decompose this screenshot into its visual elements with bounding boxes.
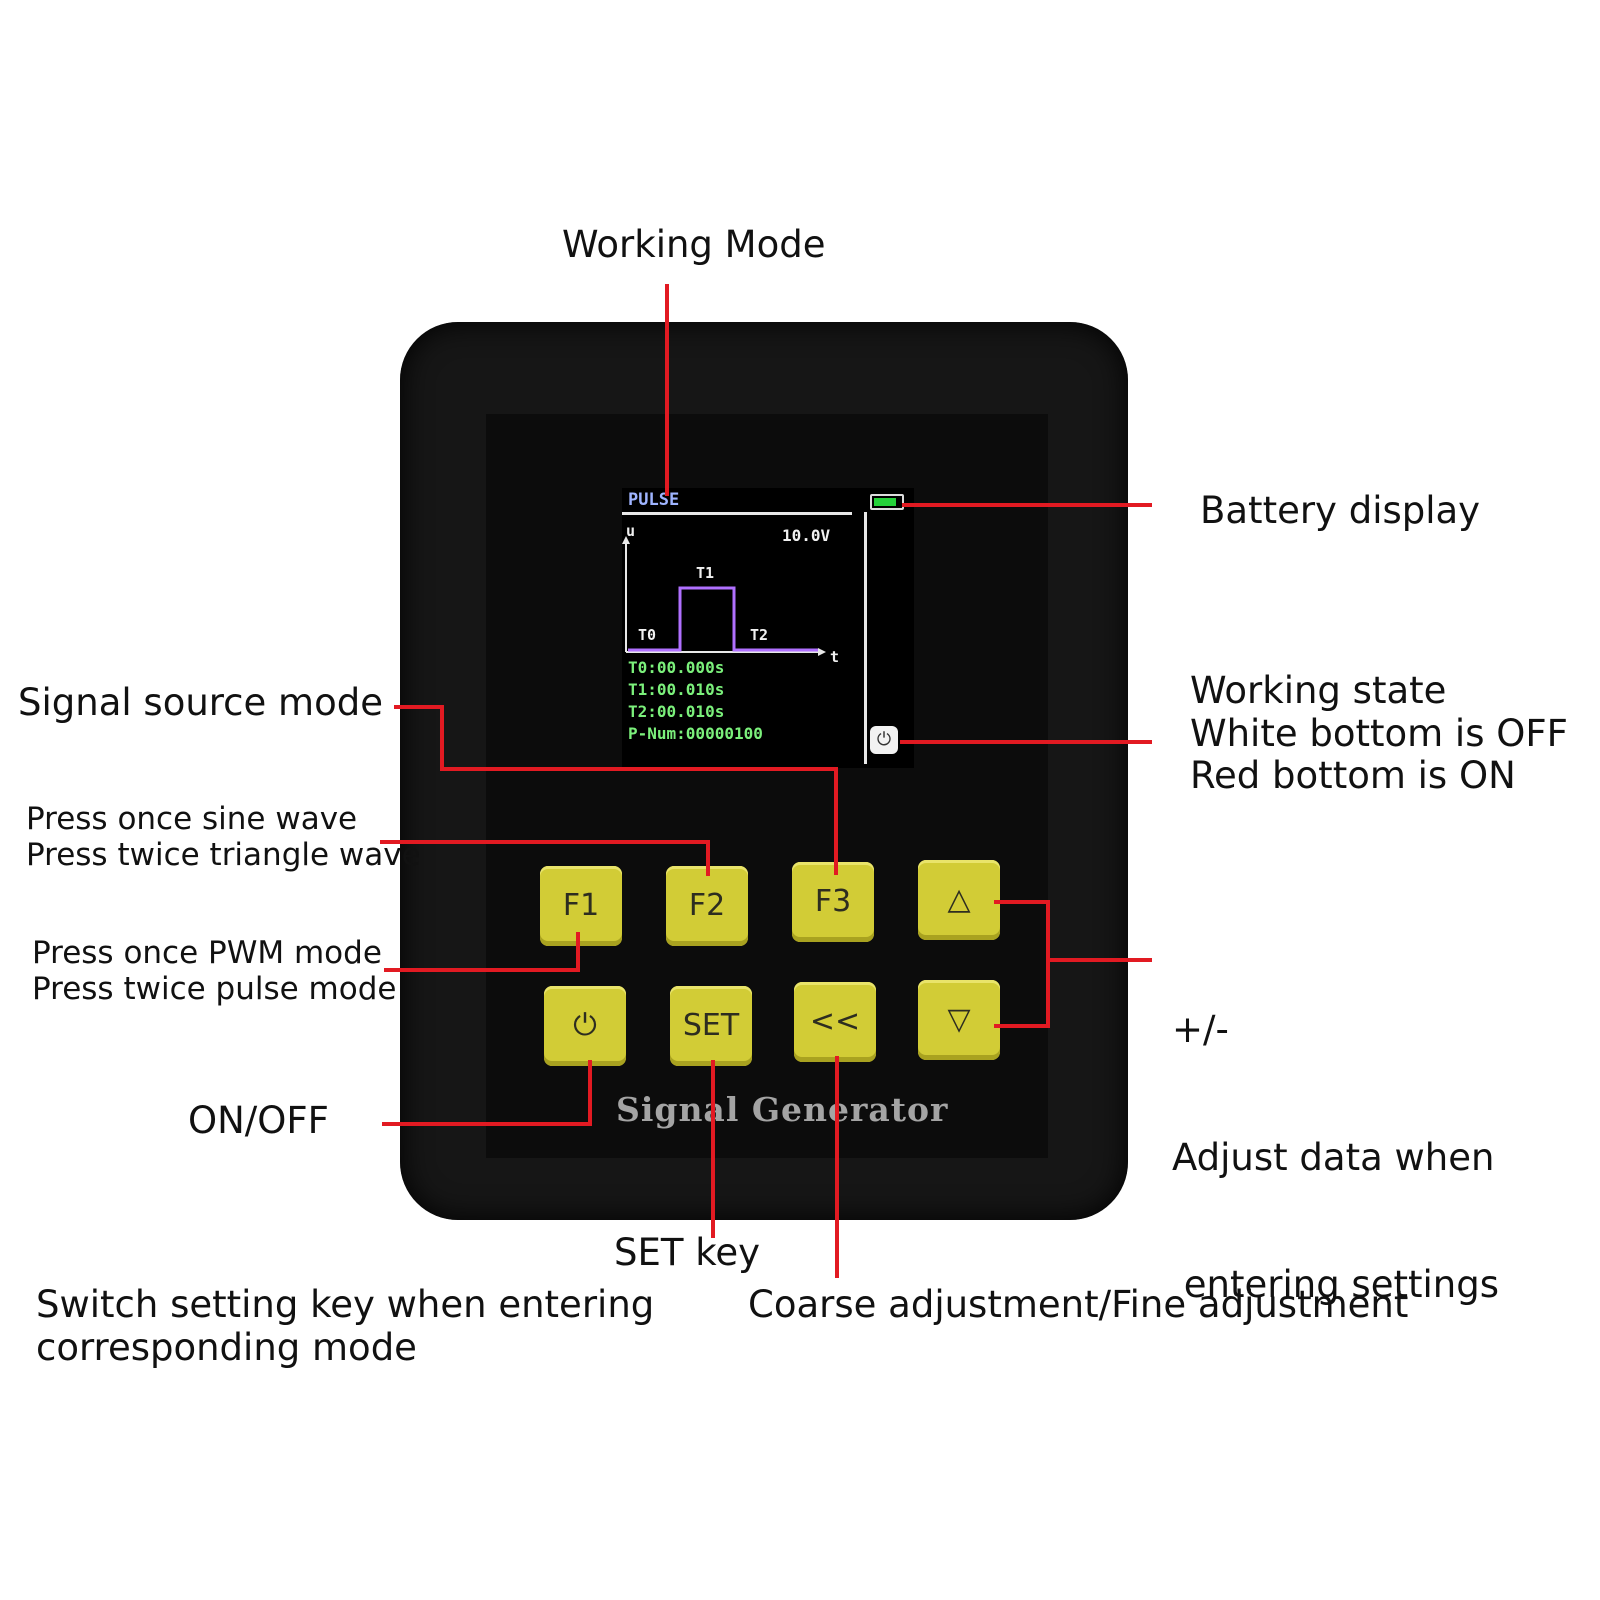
f2-hint-line-1: Press once sine wave xyxy=(26,801,358,837)
f2-hint-line-2: Press twice triangle wave xyxy=(26,836,421,873)
plus-minus-leader-up xyxy=(994,900,1050,904)
screen-vertical-divider xyxy=(864,512,867,764)
f2-hint-leader-a xyxy=(380,840,710,844)
working-state-icon: ⏻ xyxy=(870,726,898,754)
coarse-fine-label: Coarse adjustment/Fine adjustment xyxy=(748,1283,1409,1326)
on-off-leader-b xyxy=(588,1060,592,1126)
battery-level-fill xyxy=(874,498,896,506)
f3-key[interactable]: F3 xyxy=(792,862,874,942)
axis-t-label: t xyxy=(830,648,840,666)
device-name-label: Signal Generator xyxy=(616,1090,949,1129)
working-mode-label: Working Mode xyxy=(562,223,826,266)
f1-hint-leader-a xyxy=(384,968,580,972)
signal-source-leader-b xyxy=(440,705,444,771)
on-off-label: ON/OFF xyxy=(188,1099,329,1142)
pulse-trace xyxy=(628,586,818,652)
plus-minus-leader-vertical xyxy=(1046,900,1050,1028)
t0-label: T0 xyxy=(638,626,657,644)
plus-minus-line-2: Adjust data when xyxy=(1172,1135,1495,1179)
coarse-fine-key[interactable]: << xyxy=(794,982,876,1062)
f2-key[interactable]: F2 xyxy=(666,866,748,946)
param-pnum: P-Num:00000100 xyxy=(628,724,763,743)
f1-hint-leader-b xyxy=(576,932,580,972)
axis-u-label: u xyxy=(626,522,636,540)
working-state-off: White bottom is OFF xyxy=(1190,711,1568,755)
f1-hint-label: Press once PWM mode Press twice pulse mo… xyxy=(32,935,397,1007)
signal-source-mode-label: Signal source mode xyxy=(18,681,383,724)
voltage-readout: 10.0V xyxy=(782,526,831,545)
set-key[interactable]: SET xyxy=(670,986,752,1066)
f2-hint-label: Press once sine wave Press twice triangl… xyxy=(26,801,421,873)
on-off-leader-a xyxy=(382,1122,592,1126)
set-description-line-2: corresponding mode xyxy=(36,1325,417,1369)
working-state-on: Red bottom is ON xyxy=(1190,754,1516,798)
battery-leader xyxy=(902,503,1152,507)
power-key[interactable]: ⏻ xyxy=(544,986,626,1066)
set-key-leader xyxy=(711,1060,715,1238)
screen-title-divider xyxy=(622,512,852,515)
up-key[interactable]: △ xyxy=(918,860,1000,940)
working-state-label: Working state White bottom is OFF Red bo… xyxy=(1190,669,1568,798)
working-state-title: Working state xyxy=(1190,669,1447,712)
signal-source-leader-d xyxy=(834,767,838,875)
lcd-screen: PULSE ⏻ 10.0V u T1 T0 T2 t T0:00.000s T1… xyxy=(622,488,914,768)
u-axis-arrow xyxy=(622,536,630,544)
signal-source-leader-c xyxy=(440,767,838,771)
down-key[interactable]: ▽ xyxy=(918,980,1000,1060)
battery-display-label: Battery display xyxy=(1200,489,1481,532)
f1-hint-line-2: Press twice pulse mode xyxy=(32,970,397,1007)
param-t2: T2:00.010s xyxy=(628,702,725,721)
plus-minus-leader-down xyxy=(994,1024,1050,1028)
working-mode-leader xyxy=(665,284,669,496)
signal-source-leader-a xyxy=(394,705,444,709)
param-t0: T0:00.000s xyxy=(628,658,725,677)
t2-label: T2 xyxy=(750,626,769,644)
plus-minus-title: +/- xyxy=(1172,1008,1229,1052)
param-t1: T1:00.010s xyxy=(628,680,725,699)
f1-key[interactable]: F1 xyxy=(540,866,622,946)
t1-label: T1 xyxy=(696,564,715,582)
f1-hint-line-1: Press once PWM mode xyxy=(32,935,382,971)
pulse-waveform xyxy=(622,536,826,656)
battery-icon xyxy=(870,494,904,510)
set-description-line-1: Switch setting key when entering xyxy=(36,1283,655,1326)
set-description-label: Switch setting key when entering corresp… xyxy=(36,1283,655,1369)
t-axis-arrow xyxy=(818,648,826,656)
plus-minus-leader-horizontal xyxy=(1046,958,1152,962)
plus-minus-line-3: entering settings xyxy=(1172,1263,1499,1307)
set-key-label: SET key xyxy=(614,1231,760,1274)
working-state-leader xyxy=(900,740,1152,744)
f2-hint-leader-b xyxy=(706,840,710,876)
plus-minus-label: +/- Adjust data when entering settings xyxy=(1172,924,1499,1349)
coarse-fine-leader xyxy=(835,1056,839,1278)
